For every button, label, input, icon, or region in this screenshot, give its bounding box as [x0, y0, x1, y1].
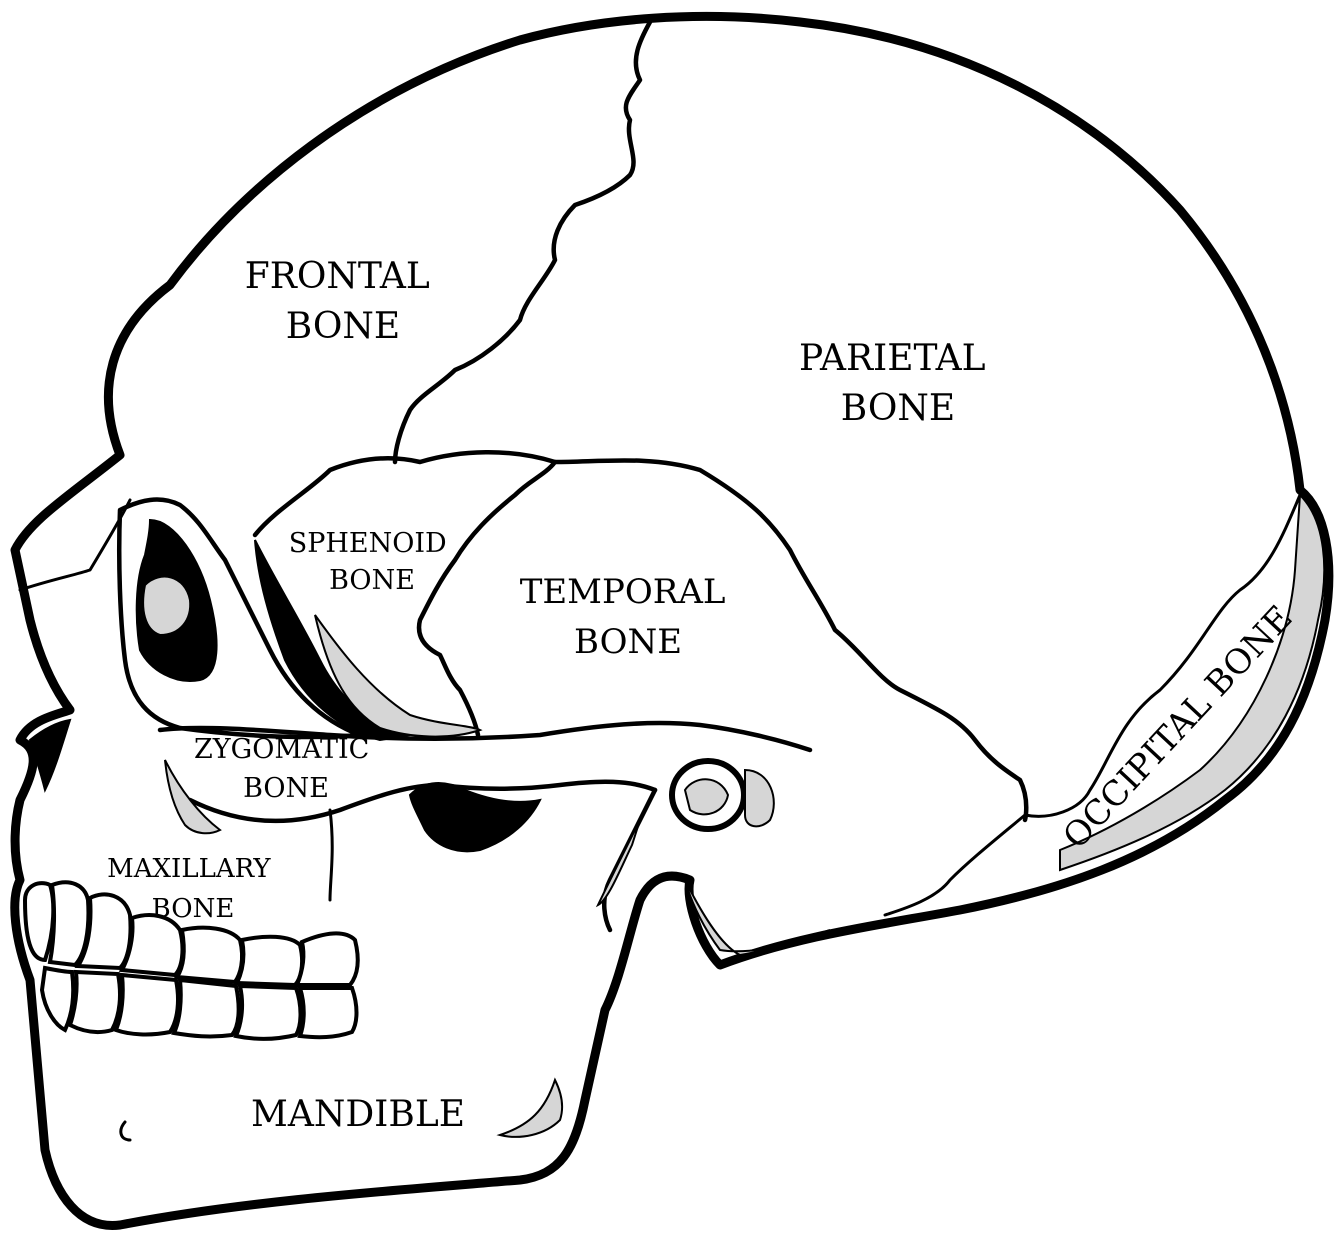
- nasal-dark: [30, 720, 70, 790]
- upper-tooth: [177, 928, 242, 982]
- mastoid-shade: [745, 770, 774, 826]
- upper-tooth: [297, 933, 358, 985]
- upper-tooth: [237, 937, 302, 985]
- temporal-bone-label: TEMPORAL BONE: [520, 572, 737, 662]
- upper-tooth: [25, 883, 53, 960]
- mandible-label: MANDIBLE: [251, 1094, 465, 1135]
- lower-tooth: [236, 986, 301, 1039]
- upper-tooth: [122, 915, 182, 975]
- lower-tooth: [174, 980, 239, 1036]
- lower-tooth: [116, 975, 178, 1034]
- mandible-notch: [410, 783, 540, 851]
- lower-tooth: [300, 988, 357, 1037]
- mental-foramen: [121, 1122, 130, 1140]
- coronal-suture: [395, 22, 650, 462]
- lower-tooth: [42, 968, 73, 1030]
- eye-socket-shade: [143, 577, 190, 635]
- cheek-shading: [165, 760, 220, 833]
- frontal-bone-label: FRONTAL BONE: [245, 256, 442, 347]
- ramus-shading: [598, 820, 640, 905]
- lower-tooth: [70, 972, 120, 1032]
- jaw-angle-shading: [500, 1080, 562, 1137]
- nasal-line: [20, 500, 130, 590]
- sphenoid-bone-label: SPHENOID BONE: [289, 528, 456, 596]
- parietal-bone-label: PARIETAL BONE: [799, 338, 997, 429]
- ramus-line: [604, 790, 655, 930]
- jaw-inner-line: [330, 810, 332, 900]
- zygomatic-bone-label: ZYGOMATIC BONE: [194, 734, 378, 804]
- maxillary-bone-label: MAXILLARY BONE: [107, 854, 279, 924]
